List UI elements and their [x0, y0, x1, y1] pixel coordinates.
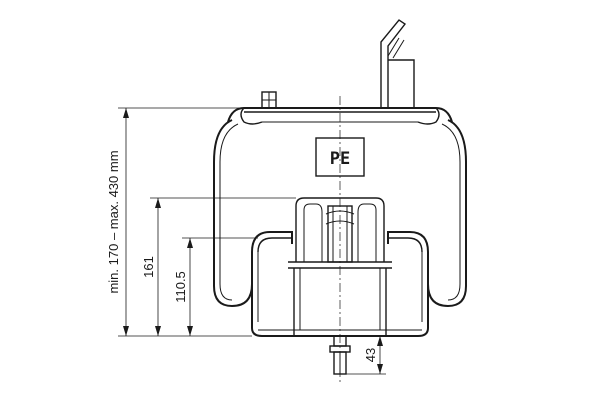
pe-logo-text: PE	[330, 149, 350, 169]
pe-logo: PE	[315, 137, 365, 177]
body-height-label: 161	[141, 256, 156, 278]
piston-height-dimension: 110.5	[173, 237, 258, 336]
stud-length-label: 43	[363, 348, 378, 362]
stud-length-dimension: 43	[346, 336, 386, 375]
top-stud	[261, 91, 277, 109]
bottom-stud	[329, 335, 351, 375]
top-plate	[227, 107, 453, 125]
rubber-bellow-inner	[219, 123, 461, 301]
piston-height-label: 110.5	[173, 271, 188, 303]
overall-height-dimension: min. 170 – max. 430 mm	[106, 107, 262, 337]
rubber-bellow	[213, 119, 467, 308]
bump-stop	[295, 197, 385, 263]
overall-height-label: min. 170 – max. 430 mm	[106, 150, 121, 293]
body-height-dimension: 161	[141, 197, 296, 336]
top-bracket	[380, 19, 415, 108]
